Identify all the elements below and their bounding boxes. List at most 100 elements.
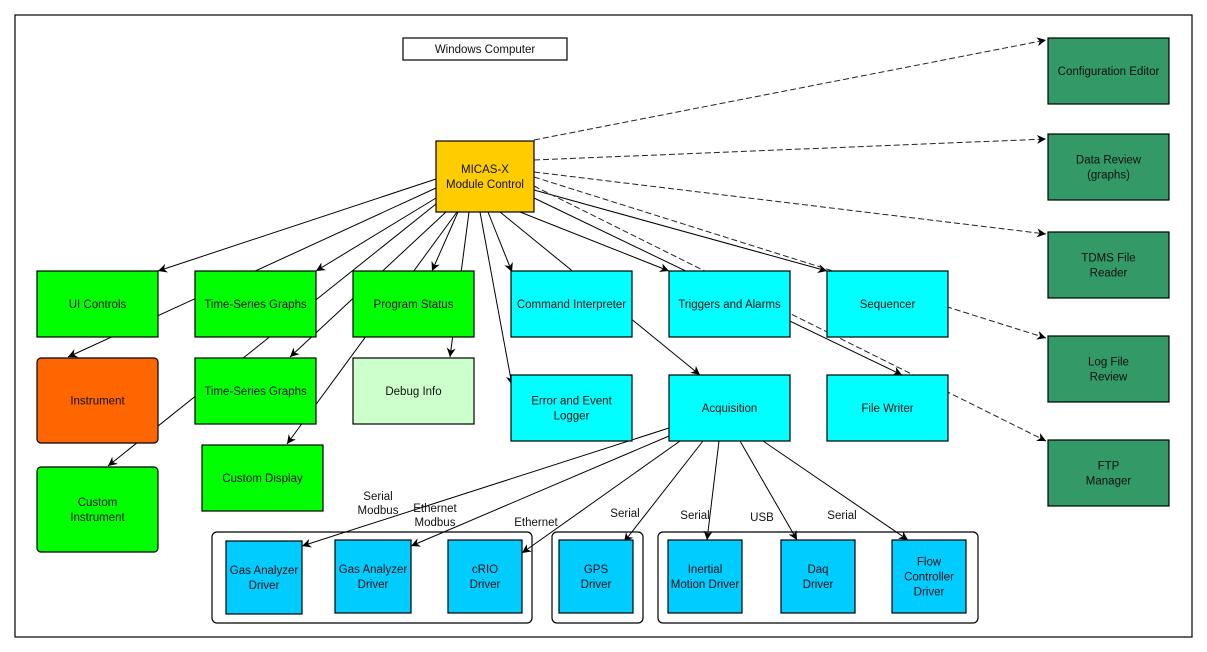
label-line: FTP (1098, 461, 1120, 473)
tdms-reader-box (1047, 231, 1170, 299)
edge-acquisition-to-gps-driver (623, 440, 704, 543)
ui-controls-label: UI Controls (69, 299, 127, 311)
label-line: Time-Series Graphs (204, 386, 307, 398)
gas-analyzer-1-box (225, 540, 303, 615)
edge-label-line: USB (750, 512, 774, 524)
edge-micas-to-sequencer (533, 189, 828, 273)
node-config-editor[interactable]: Configuration Editor (1047, 37, 1170, 105)
custom-instrument-box (36, 466, 159, 553)
config-editor-label: Configuration Editor (1058, 66, 1160, 78)
label-line: Triggers and Alarms (678, 299, 781, 311)
label-line: Debug Info (385, 386, 441, 398)
edge-micas-to-ui-controls (157, 178, 437, 273)
label-line: Module Control (446, 179, 524, 191)
node-data-review[interactable]: Data Review(graphs) (1047, 133, 1170, 201)
label-line: Driver (803, 579, 834, 591)
instrument-box (36, 357, 159, 444)
node-acquisition[interactable]: Acquisition (668, 374, 791, 442)
edge-label-inertial-driver: Serial (680, 510, 709, 522)
ethernet-serial-drivers-group-border (211, 531, 533, 624)
edge-label-line: Modbus (358, 505, 399, 517)
edge-micas-to-data-review (533, 134, 1047, 161)
label-line: Daq (807, 564, 828, 576)
label-line: Driver (581, 579, 612, 591)
ui-controls-box (36, 270, 159, 338)
label-line: Flow (917, 557, 942, 569)
custom-display-box (201, 444, 324, 512)
node-instrument[interactable]: Instrument (36, 357, 159, 444)
label-line: Windows Computer (435, 44, 536, 56)
node-ui-controls[interactable]: UI Controls (36, 270, 159, 338)
instrument-label: Instrument (70, 396, 125, 408)
node-command-interpreter[interactable]: Command Interpreter (510, 270, 633, 338)
daq-driver-box (780, 539, 856, 614)
edge-acquisition-to-crio-driver (521, 440, 681, 554)
ethernet-serial-drivers-group (211, 531, 533, 624)
label-line: Inertial (688, 564, 723, 576)
ts-graphs-1-box (194, 270, 317, 338)
config-editor-box (1047, 37, 1170, 105)
motion-daq-flow-group-border (657, 531, 979, 624)
node-ts-graphs-1[interactable]: Time-Series Graphs (194, 270, 317, 338)
ts-graphs-2-label: Time-Series Graphs (204, 386, 307, 398)
program-status-box (352, 270, 475, 338)
node-debug-info[interactable]: Debug Info (352, 357, 475, 425)
label-line: Sequencer (860, 299, 916, 311)
debug-info-box (352, 357, 475, 425)
edge-label-line: Serial (827, 510, 856, 522)
file-writer-label: File Writer (861, 403, 913, 415)
inertial-driver-box (667, 539, 743, 614)
edge-label-daq-driver: USB (750, 512, 774, 524)
sequencer-box (826, 270, 949, 338)
edge-acquisition-to-daq-driver (739, 440, 798, 541)
edge-label-line: Serial (610, 508, 639, 520)
label-line: Driver (249, 580, 280, 592)
label-line: Instrument (70, 512, 125, 524)
edge-label-flow-driver: Serial (827, 510, 856, 522)
node-custom-display[interactable]: Custom Display (201, 444, 324, 512)
node-program-status[interactable]: Program Status (352, 270, 475, 338)
label-line: Data Review (1076, 155, 1142, 167)
data-review-label: Data Review(graphs) (1076, 155, 1142, 182)
label-line: Review (1090, 372, 1128, 384)
node-file-writer[interactable]: File Writer (826, 374, 949, 442)
label-line: Driver (470, 579, 501, 591)
sequencer-label: Sequencer (860, 299, 916, 311)
log-review-box (1047, 335, 1170, 403)
label-line: Custom (78, 497, 118, 509)
edge-label-line: Serial (363, 491, 392, 503)
edge-label-crio-driver: Ethernet (514, 517, 558, 529)
node-triggers-alarms[interactable]: Triggers and Alarms (668, 270, 791, 338)
command-interpreter-label: Command Interpreter (517, 299, 626, 311)
edge-micas-to-error-logger (479, 211, 515, 386)
node-ts-graphs-2[interactable]: Time-Series Graphs (194, 357, 317, 425)
edge-label-gps-driver: Serial (610, 508, 639, 520)
edge-acquisition-to-flow-driver (762, 440, 909, 541)
node-sequencer[interactable]: Sequencer (826, 270, 949, 338)
label-line: Command Interpreter (517, 299, 626, 311)
edge-acquisition-to-gas-analyzer-2 (410, 435, 670, 547)
edge-micas-to-command-interpreter (487, 211, 513, 273)
